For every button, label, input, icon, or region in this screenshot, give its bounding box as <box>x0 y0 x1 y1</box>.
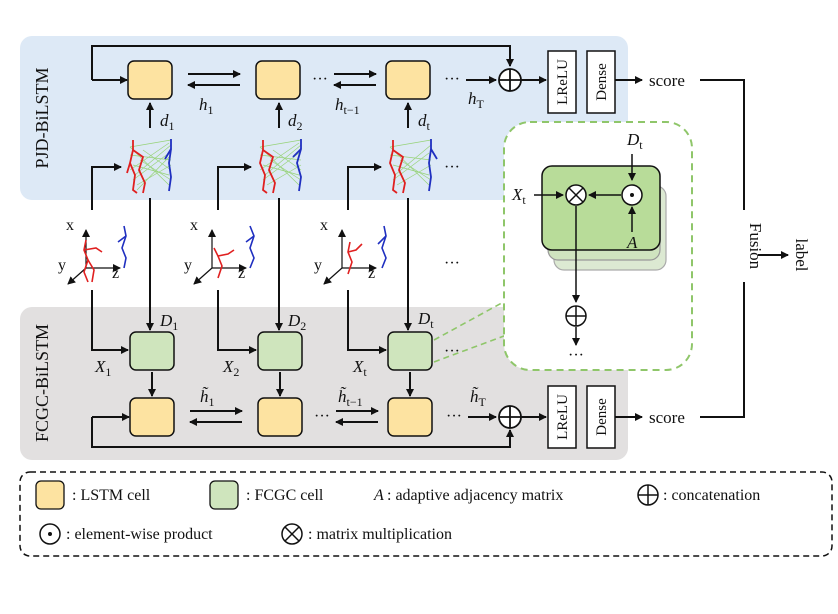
skeleton-graph-1 <box>126 139 172 194</box>
legend-concat-label: : concatenation <box>663 487 760 504</box>
legend-box <box>19 471 833 557</box>
feed-bottom-2 <box>217 290 257 354</box>
fusion-label-bg <box>734 210 754 282</box>
bottom-loop-line <box>91 417 514 448</box>
legend-adj-symbol: A <box>373 487 384 504</box>
fcgc-cell-3 <box>387 331 433 371</box>
matrix-3: Dt <box>417 309 434 331</box>
legend-fcgc-swatch <box>209 480 239 510</box>
feed-bottom-3 <box>347 290 387 354</box>
lstm-cell-top-1 <box>127 60 173 100</box>
svg-text:x: x <box>190 217 198 234</box>
score-top: score <box>649 71 685 90</box>
svg-text:x: x <box>66 217 74 234</box>
bottom-hidden-3: h̃T <box>470 387 487 409</box>
top-hidden-3: hT <box>468 89 485 111</box>
distance-2: d2 <box>288 111 303 133</box>
matrix-2: D2 <box>287 311 306 333</box>
legend-matmul-label: : matrix multiplication <box>308 526 452 543</box>
top-hidden-1: h1 <box>199 95 214 117</box>
fcgc-cell-2 <box>257 331 303 371</box>
detail-X: Xt <box>511 185 526 207</box>
detail-D: Dt <box>626 130 643 152</box>
skeleton-graph-3 <box>389 139 438 194</box>
legend-concat-icon <box>637 484 659 506</box>
concat-icon-top <box>498 68 522 92</box>
score-bottom: score <box>649 408 685 427</box>
lrelu-label-bottom: LReLU <box>555 394 571 440</box>
feed-bottom-1 <box>91 290 129 354</box>
svg-text:y: y <box>184 257 192 274</box>
legend-lstm-swatch <box>35 480 65 510</box>
svg-text:y: y <box>314 257 322 274</box>
svg-text:z: z <box>368 265 375 282</box>
skeleton-graph-2 <box>259 139 302 194</box>
fcgc-ellipsis: ··· <box>444 343 460 360</box>
feed-top-1 <box>91 163 122 210</box>
fcgc-panel-title: FCGC-BiLSTM <box>32 324 52 442</box>
svg-text:z: z <box>112 265 119 282</box>
svg-text:z: z <box>238 265 245 282</box>
detail-ellipsis: ··· <box>568 347 584 364</box>
top-loop-line <box>91 45 514 80</box>
dense-label-bottom: Dense <box>594 398 610 436</box>
lrelu-label-top: LReLU <box>555 59 571 105</box>
concat-icon-detail <box>565 305 587 327</box>
dense-box-top <box>586 50 616 114</box>
pose-frame-2: x y z <box>184 217 255 285</box>
lrelu-box-top <box>547 50 577 114</box>
fusion-label: Fusion <box>746 223 765 270</box>
dense-label-top: Dense <box>594 63 610 101</box>
feed-top-3 <box>347 163 382 210</box>
distance-3: dt <box>418 111 431 133</box>
dense-box-bottom <box>586 385 616 449</box>
graph-ellipsis: ··· <box>444 159 460 176</box>
lrelu-box-bottom <box>547 385 577 449</box>
fcgc-detail <box>541 165 667 271</box>
matrix-1: D1 <box>159 311 178 333</box>
input-3: Xt <box>352 357 367 379</box>
lstm-cell-top-3 <box>385 60 431 100</box>
callout-line-2 <box>433 329 521 363</box>
pjd-panel-title: PJD-BiLSTM <box>32 67 52 168</box>
legend-matmul-icon <box>281 523 303 545</box>
lstm-cell-bottom-2 <box>257 397 303 437</box>
svg-text:x: x <box>320 217 328 234</box>
lstm-cell-top-2 <box>255 60 301 100</box>
input-2: X2 <box>222 357 239 379</box>
svg-text:y: y <box>58 257 66 274</box>
lstm-cell-bottom-3 <box>387 397 433 437</box>
distance-1: d1 <box>160 111 175 133</box>
legend-elementwise-label: : element-wise product <box>66 526 213 543</box>
input-1: X1 <box>94 357 111 379</box>
legend-elementwise-icon <box>39 523 61 545</box>
feed-top-2 <box>217 163 252 210</box>
concat-icon-bottom <box>498 405 522 429</box>
top-ellipsis-2: ··· <box>444 71 460 88</box>
bottom-hidden-1: h̃1 <box>200 387 215 409</box>
fcgc-cell-1 <box>129 331 175 371</box>
legend-adj-label: : adaptive adjacency matrix <box>387 487 563 504</box>
pose-frame-3: x y z <box>314 217 387 285</box>
detail-A: A <box>626 233 638 252</box>
pose-frame-1: x y z <box>58 217 127 285</box>
top-hidden-2: ht−1 <box>335 95 360 117</box>
legend-fcgc-label: : FCGC cell <box>246 487 324 504</box>
output-label: label <box>792 238 811 271</box>
matmul-icon-detail <box>565 184 587 206</box>
top-ellipsis-1: ··· <box>312 71 328 88</box>
lstm-cell-bottom-1 <box>129 397 175 437</box>
pose-ellipsis: ··· <box>444 255 460 272</box>
bottom-ellipsis-2: ··· <box>446 408 462 425</box>
legend-lstm-label: : LSTM cell <box>72 487 151 504</box>
bottom-ellipsis-1: ··· <box>314 408 330 425</box>
bottom-hidden-2: h̃t−1 <box>338 387 363 409</box>
elementwise-icon-detail <box>621 184 643 206</box>
